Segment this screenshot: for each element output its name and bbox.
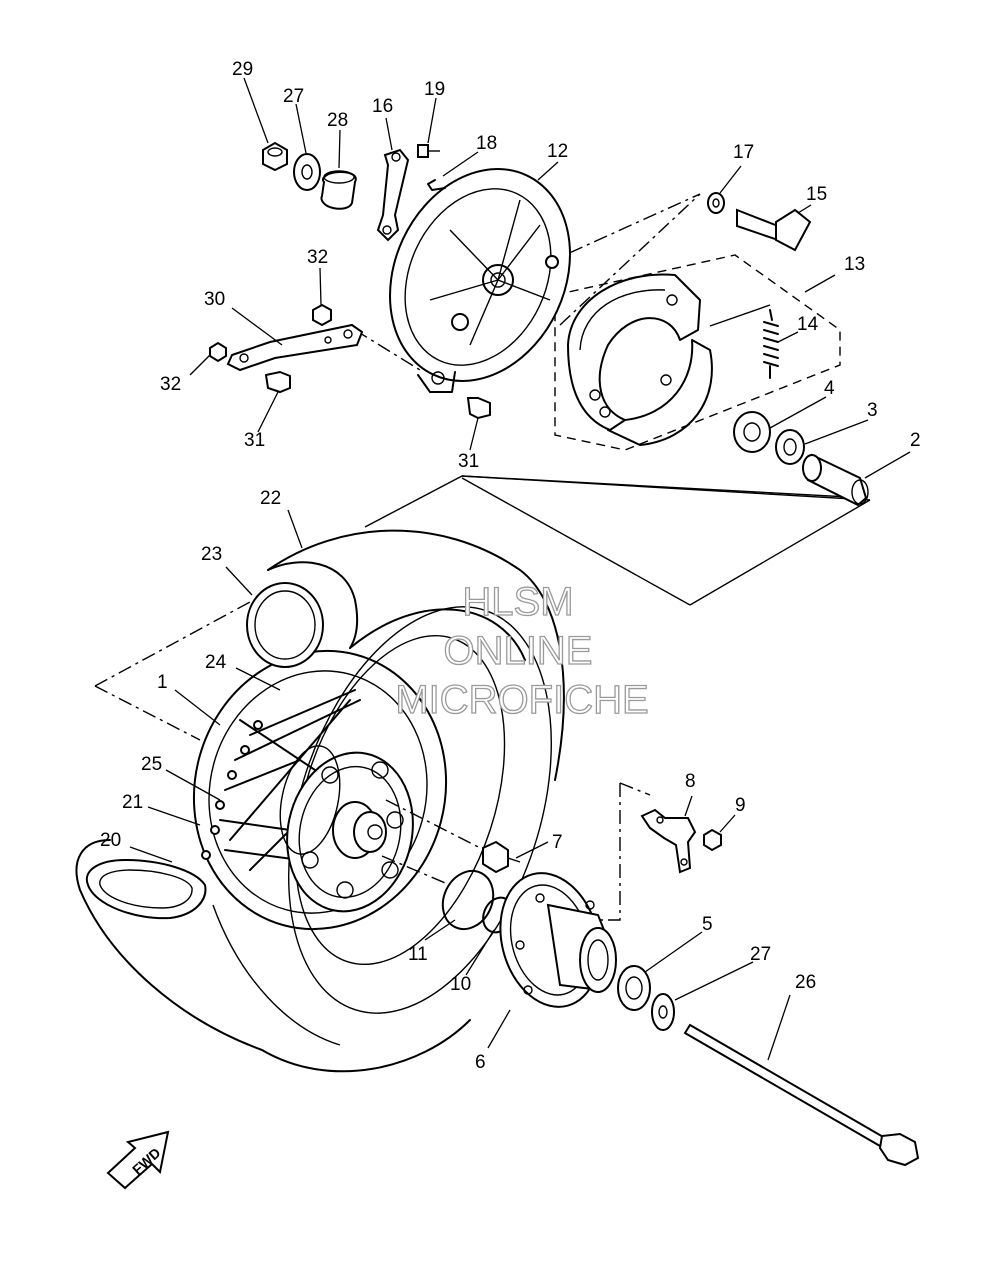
- oil-seal-3-part: [775, 429, 805, 465]
- watermark: HLSM ONLINE MICROFICHE: [395, 579, 650, 722]
- callout-6: 6: [475, 1052, 486, 1073]
- damper-7-part: [482, 840, 521, 874]
- callout-4: 4: [824, 378, 835, 399]
- callout-12: 12: [547, 141, 568, 162]
- tire-part: [75, 529, 565, 1073]
- callout-31-left: 31: [244, 430, 265, 451]
- callout-21: 21: [122, 792, 143, 813]
- clutch-hub-6-part: [499, 872, 617, 1008]
- brake-shoe-group-part: [554, 254, 841, 451]
- nut-29-part: [262, 141, 288, 172]
- nut-32-upper-part: [312, 303, 332, 327]
- callout-10: 10: [450, 974, 471, 995]
- callout-1: 1: [157, 672, 168, 693]
- callout-24: 24: [205, 652, 227, 673]
- brake-shoe-plate-part: [389, 168, 571, 393]
- pin-18-part: [427, 179, 446, 191]
- callout-27-lower: 27: [750, 944, 771, 965]
- nut-32-lower-part: [209, 341, 227, 363]
- callout-32-lower: 32: [160, 374, 181, 395]
- callout-22: 22: [260, 488, 281, 509]
- wheel-hub: [279, 745, 414, 913]
- callout-29: 29: [232, 59, 253, 80]
- camshaft-lever-part: [376, 148, 410, 242]
- brake-camshaft-part: [736, 208, 812, 252]
- callout-7: 7: [552, 832, 563, 853]
- callout-numbers: 1 2 3 4 5 6 7 8 9 10 11 12 13 14 15 16 1…: [100, 59, 921, 1073]
- leader-lines: [129, 77, 911, 1061]
- nut-9-part: [703, 828, 722, 852]
- rim-band-part: [246, 582, 324, 668]
- callout-31-right: 31: [458, 451, 479, 472]
- callout-8: 8: [685, 771, 696, 792]
- callout-23: 23: [201, 544, 222, 565]
- callout-27-top: 27: [283, 86, 304, 107]
- callout-17: 17: [733, 142, 754, 163]
- callout-20: 20: [100, 830, 121, 851]
- bearing-4-part: [733, 411, 771, 453]
- callout-32-upper: 32: [307, 247, 328, 268]
- locking-plate-8-part: [640, 808, 697, 874]
- rim-and-spokes-part: [192, 649, 448, 931]
- forward-arrow-icon: FWD: [106, 1130, 170, 1190]
- collar-28-part: [320, 170, 357, 210]
- brake-spring-part: [709, 304, 779, 379]
- bolt-31-right-part: [466, 397, 491, 420]
- tension-bar-part: [226, 323, 364, 372]
- watermark-line-3: MICROFICHE: [395, 678, 648, 722]
- callout-5: 5: [702, 914, 713, 935]
- o-ring-11-part: [441, 869, 495, 931]
- washer-17-part: [707, 192, 725, 214]
- bearing-5-part: [617, 965, 651, 1011]
- callout-16: 16: [372, 96, 393, 117]
- bolt-31-left-part: [264, 370, 291, 394]
- callout-26: 26: [795, 972, 816, 993]
- washer-27-lower-part: [651, 993, 675, 1031]
- callout-11: 11: [408, 944, 428, 965]
- callout-15: 15: [806, 184, 827, 205]
- callout-14: 14: [797, 314, 819, 335]
- bolt-19-part: [417, 144, 440, 158]
- axle-26-part: [683, 1023, 920, 1167]
- washer-27-top-part: [293, 153, 321, 191]
- callout-28: 28: [327, 110, 348, 131]
- tube-part: [85, 859, 207, 920]
- callout-25: 25: [141, 754, 162, 775]
- watermark-line-2: ONLINE: [444, 629, 593, 673]
- spacer-2-part: [802, 453, 869, 507]
- callout-30: 30: [204, 289, 225, 310]
- callout-19: 19: [424, 79, 445, 100]
- callout-13: 13: [844, 254, 865, 275]
- callout-2: 2: [910, 430, 921, 451]
- callout-18: 18: [476, 133, 497, 154]
- callout-3: 3: [867, 400, 878, 421]
- watermark-line-1: HLSM: [462, 580, 573, 624]
- callout-9: 9: [735, 795, 746, 816]
